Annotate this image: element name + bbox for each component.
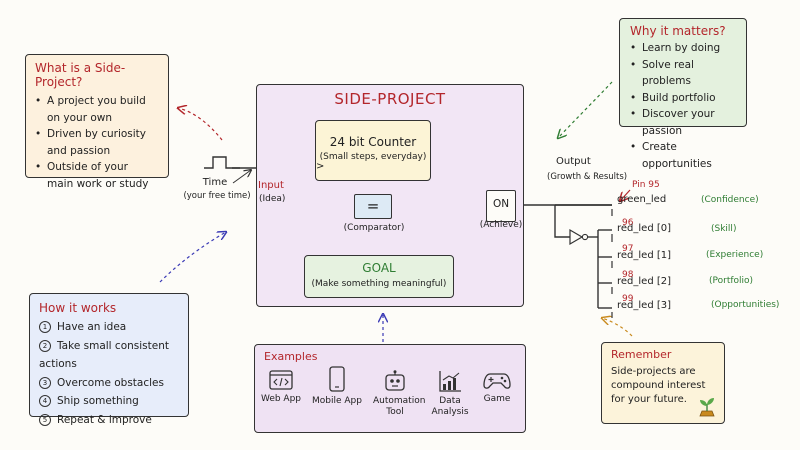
output-sub: (Growth & Results)	[547, 172, 628, 182]
sprout-icon	[699, 398, 715, 417]
why-item: Create opportunities	[630, 139, 746, 172]
pin-number: 96	[622, 218, 634, 228]
pin-signal-name: green_led	[617, 194, 667, 205]
comparator-box: =	[354, 194, 392, 219]
counter-label: 24 bit Counter	[329, 135, 417, 149]
why-list: Learn by doing Solve real problems Build…	[630, 40, 746, 172]
time-pulse-wire	[204, 156, 240, 169]
how-title: How it works	[39, 301, 117, 315]
pin95-arrow	[620, 189, 631, 201]
why-item: Learn by doing	[630, 40, 746, 57]
robot-icon	[385, 370, 405, 391]
counter-box: 24 bit Counter (Small steps, everyday)	[315, 120, 431, 181]
remember-dashed-arrow	[602, 318, 633, 337]
time-arrow	[232, 170, 251, 184]
output-label: Output	[556, 156, 591, 167]
pin-signal-name: red_led [1]	[617, 250, 672, 261]
example-automation-tool: Automation Tool	[365, 370, 425, 418]
remember-note: Remember Side-projects are compound inte…	[601, 342, 725, 424]
example-mobile-app: Mobile App	[307, 366, 367, 407]
remember-line: for your future.	[611, 394, 687, 405]
inverter-triangle	[569, 228, 584, 246]
what-list: A project you build on your own Driven b…	[35, 93, 155, 192]
gamepad-icon	[483, 373, 511, 389]
time-sub: (your free time)	[183, 191, 251, 201]
code-window-icon	[269, 370, 293, 390]
remember-line: compound interest	[611, 380, 706, 391]
pin-meaning: (Confidence)	[701, 195, 759, 205]
smartphone-icon	[329, 366, 345, 392]
pin-meaning: (Portfolio)	[709, 276, 754, 286]
pin-number: 99	[622, 294, 634, 304]
inverter-bubble	[581, 233, 589, 241]
why-title: Why it matters?	[630, 24, 726, 38]
why-note: Why it matters? Learn by doing Solve rea…	[619, 18, 747, 170]
what-note: What is a Side-Project? A project you bu…	[25, 54, 169, 190]
what-item: Driven by curiosity and passion	[35, 126, 155, 159]
bus-down-wire	[554, 205, 570, 238]
pin-number: 97	[622, 244, 634, 254]
on-sub: (Achieve)	[479, 220, 523, 230]
how-dashed-arrow	[159, 232, 226, 283]
what-item: A project you build on your own	[35, 93, 155, 126]
examples-note: Examples Web App Mobile App Automation T…	[254, 344, 526, 433]
on-label: ON	[492, 198, 510, 210]
why-item: Build portfolio	[630, 90, 746, 107]
goal-sub: (Make something meaningful)	[311, 279, 447, 289]
comparator-label: (Comparator)	[343, 223, 405, 233]
pin-signal-name: red_led [3]	[617, 300, 672, 311]
what-item: Outside of your main work or study	[35, 159, 155, 192]
why-item: Discover your passion	[630, 106, 746, 139]
pin-signal-name: red_led [2]	[617, 276, 672, 287]
goal-box: GOAL (Make something meaningful)	[304, 255, 454, 298]
what-title: What is a Side-Project?	[35, 61, 126, 89]
goal-label: GOAL	[362, 261, 396, 275]
example-game: Game	[467, 372, 527, 405]
why-item: Solve real problems	[630, 57, 746, 90]
pin-meaning: (Opportunities)	[711, 300, 780, 310]
main-title: SIDE-PROJECT	[334, 90, 446, 108]
counter-clock-marker: >	[316, 161, 325, 172]
examples-title: Examples	[264, 350, 318, 363]
counter-sub: (Small steps, everyday)	[319, 152, 427, 162]
remember-line: Side-projects are	[611, 366, 696, 377]
pin-number: 98	[622, 270, 634, 280]
bar-chart-icon	[439, 371, 461, 392]
example-data-analysis: Data Analysis	[420, 370, 480, 418]
example-web-app: Web App	[251, 370, 311, 405]
remember-title: Remember	[611, 348, 672, 361]
pin-signal-name: red_led [0]	[617, 223, 672, 234]
pin-meaning: (Skill)	[711, 224, 737, 234]
comparator-symbol: =	[366, 197, 380, 215]
pin-number: Pin 95	[632, 180, 660, 190]
time-label: Time	[202, 177, 228, 188]
why-dashed-arrow	[558, 81, 613, 138]
pin-meaning: (Experience)	[706, 250, 764, 260]
on-box: ON	[486, 190, 516, 222]
input-label: Input	[258, 180, 284, 191]
what-dashed-arrow	[178, 108, 223, 141]
input-sub: (Idea)	[259, 194, 286, 204]
